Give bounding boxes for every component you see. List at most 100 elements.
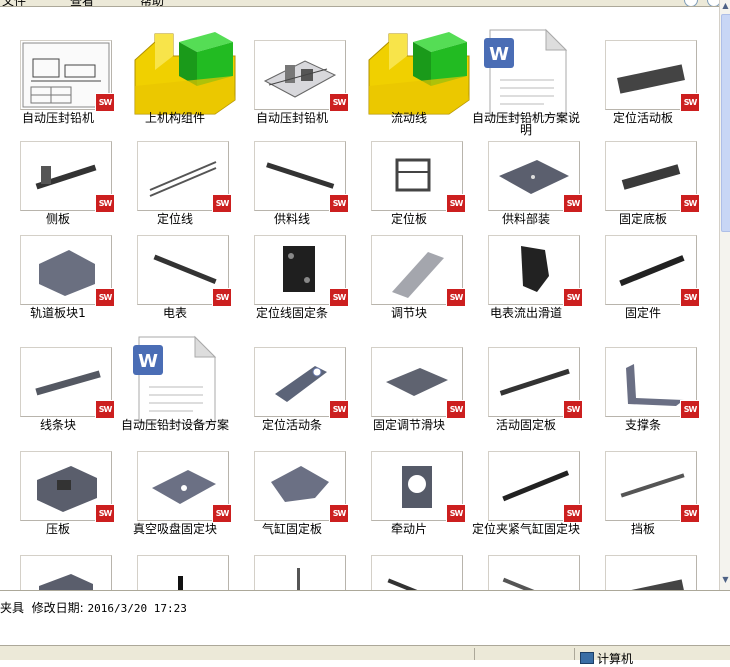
menu-view[interactable]: 查看 xyxy=(70,0,95,7)
part-thumbnail-icon xyxy=(20,555,112,590)
file-name: 压板 xyxy=(45,522,70,536)
word-document-icon: W xyxy=(129,335,239,424)
solidworks-badge-icon: SW xyxy=(95,504,115,523)
solidworks-badge-icon: SW xyxy=(329,504,349,523)
solidworks-badge-icon: SW xyxy=(212,504,232,523)
part-thumbnail-icon: SW xyxy=(137,451,232,523)
solidworks-badge-icon: SW xyxy=(446,400,466,419)
details-text: 夹具 修改日期: xyxy=(0,601,88,615)
part-thumbnail-icon: SW xyxy=(488,347,583,419)
solidworks-badge-icon: SW xyxy=(680,288,700,307)
solidworks-badge-icon: SW xyxy=(680,400,700,419)
svg-text:W: W xyxy=(489,44,509,65)
file-name: 调节块 xyxy=(390,306,427,320)
solidworks-badge-icon: SW xyxy=(95,400,115,419)
computer-icon xyxy=(580,652,594,664)
scroll-up-icon[interactable]: ▲ xyxy=(722,1,729,10)
file-name: 自动压封铅机 xyxy=(255,111,328,125)
part-thumbnail-icon: SW xyxy=(371,347,466,419)
vertical-scrollbar[interactable]: ▲ ▼ xyxy=(719,0,730,590)
solidworks-badge-icon: SW xyxy=(329,93,349,112)
file-name: 定位活动板 xyxy=(612,111,673,125)
part-thumbnail-icon: SW xyxy=(20,235,115,307)
file-name: 轨道板块1 xyxy=(30,306,86,320)
part-thumbnail-icon: SW xyxy=(254,347,349,419)
part-thumbnail-icon: SW xyxy=(20,141,115,213)
solidworks-badge-icon: SW xyxy=(563,504,583,523)
word-document-icon: W xyxy=(480,28,590,117)
part-thumbnail-icon: SW xyxy=(254,141,349,213)
solidworks-badge-icon: SW xyxy=(212,194,232,213)
part-thumbnail-icon: SW xyxy=(371,235,466,307)
svg-text:W: W xyxy=(138,351,158,372)
part-thumbnail-icon: SW xyxy=(605,40,700,112)
file-name: 上机构组件 xyxy=(144,111,205,125)
file-name: 供料线 xyxy=(273,212,310,226)
menu-file[interactable]: 文件 xyxy=(2,0,27,7)
solidworks-badge-icon: SW xyxy=(446,194,466,213)
solidworks-badge-icon: SW xyxy=(212,288,232,307)
part-thumbnail-icon xyxy=(488,555,580,590)
file-name: 固定件 xyxy=(624,306,661,320)
file-name: 牵动片 xyxy=(390,522,427,536)
solidworks-badge-icon: SW xyxy=(446,288,466,307)
modified-date: 2016/3/20 17:23 xyxy=(87,602,187,615)
part-thumbnail-icon xyxy=(371,555,463,590)
solidworks-badge-icon: SW xyxy=(95,288,115,307)
file-name: 定位线 xyxy=(156,212,193,226)
assembly-icon xyxy=(129,30,239,116)
status-bar: 计算机 xyxy=(0,645,730,666)
part-thumbnail-icon xyxy=(254,555,346,590)
file-name: 固定调节滑块 xyxy=(372,418,445,432)
solidworks-badge-icon: SW xyxy=(329,400,349,419)
file-name: 固定底板 xyxy=(618,212,667,226)
part-thumbnail-icon: SW xyxy=(254,235,349,307)
menu-help[interactable]: 帮助 xyxy=(140,0,165,7)
solidworks-badge-icon: SW xyxy=(95,194,115,213)
part-thumbnail-icon: SW xyxy=(137,141,232,213)
file-name: 真空吸盘固定块 xyxy=(132,522,217,536)
part-thumbnail-icon: SW xyxy=(137,235,232,307)
part-thumbnail-icon: SW xyxy=(20,347,115,419)
menu-bar: 文件 查看 帮助 xyxy=(0,0,730,7)
file-name: 气缸固定板 xyxy=(261,522,322,536)
part-thumbnail-icon: SW xyxy=(605,451,700,523)
part-thumbnail-icon: SW xyxy=(488,141,583,213)
file-name: 侧板 xyxy=(45,212,70,226)
part-thumbnail-icon: SW xyxy=(371,451,466,523)
part-thumbnail-icon: SW xyxy=(371,141,466,213)
details-pane: 夹具 修改日期: 2016/3/20 17:23 xyxy=(0,590,730,646)
part-thumbnail-icon xyxy=(137,555,229,590)
solidworks-badge-icon: SW xyxy=(329,288,349,307)
part-thumbnail-icon: SW xyxy=(605,347,700,419)
file-name: 自动压封铅机 xyxy=(21,111,94,125)
file-name: 自动压铅封设备方案 xyxy=(120,418,229,432)
part-thumbnail-icon: SW xyxy=(20,40,115,112)
solidworks-badge-icon: SW xyxy=(446,504,466,523)
file-name: 线条块 xyxy=(39,418,76,432)
file-name: 流动线 xyxy=(390,111,427,125)
scroll-down-icon[interactable]: ▼ xyxy=(722,575,729,584)
file-name: 支撑条 xyxy=(624,418,661,432)
file-name: 定位夹紧气缸固定块 xyxy=(471,522,580,536)
solidworks-badge-icon: SW xyxy=(680,504,700,523)
part-thumbnail-icon: SW xyxy=(488,235,583,307)
file-name: 供料部装 xyxy=(501,212,550,226)
window-icon[interactable] xyxy=(684,0,698,6)
part-thumbnail-icon: SW xyxy=(605,235,700,307)
file-name: 活动固定板 xyxy=(495,418,556,432)
part-thumbnail-icon: SW xyxy=(254,40,349,112)
part-thumbnail-icon: SW xyxy=(488,451,583,523)
solidworks-badge-icon: SW xyxy=(563,194,583,213)
file-name: 电表 xyxy=(162,306,187,320)
solidworks-badge-icon: SW xyxy=(563,288,583,307)
scrollbar-thumb[interactable] xyxy=(721,14,730,232)
part-thumbnail-icon: SW xyxy=(605,141,700,213)
file-name: 电表流出滑道 xyxy=(489,306,562,320)
solidworks-badge-icon: SW xyxy=(680,194,700,213)
file-name: 定位线固定条 xyxy=(255,306,328,320)
assembly-icon xyxy=(363,30,473,116)
part-thumbnail-icon xyxy=(605,555,697,590)
file-name: 自动压封铅机方案说明 xyxy=(471,111,580,137)
